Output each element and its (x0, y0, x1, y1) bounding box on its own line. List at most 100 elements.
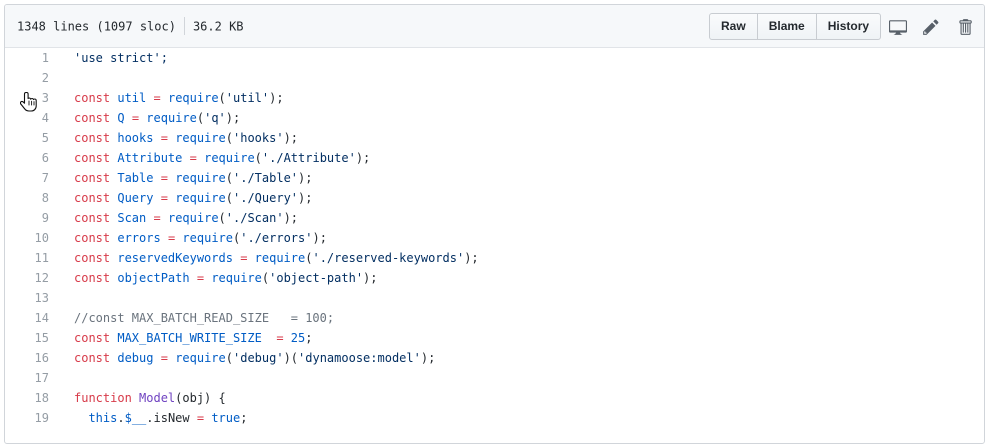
code-token: const (74, 331, 111, 345)
line-content: const debug = require('debug')('dynamoos… (74, 348, 435, 368)
line-content: //const MAX_BATCH_READ_SIZE = 100; (74, 308, 334, 328)
line-content: const Q = require('q'); (74, 108, 240, 128)
line-count: 1348 lines (1097 sloc) (17, 19, 176, 34)
line-number[interactable]: 2 (41, 71, 49, 85)
code-token: ; (305, 331, 313, 345)
file-size: 36.2 KB (192, 19, 244, 34)
raw-button[interactable]: Raw (710, 14, 758, 39)
code-token (182, 151, 189, 165)
file-viewer: 1348 lines (1097 sloc)36.2 KB Raw Blame … (4, 4, 985, 444)
code-token: = (196, 411, 205, 425)
code-token: ( (225, 171, 233, 185)
line-number[interactable]: 4 (41, 111, 49, 125)
code-line: 16 const debug = require('debug')('dynamo… (5, 348, 984, 368)
code-token: ( (233, 231, 241, 245)
line-number[interactable]: 19 (34, 411, 49, 425)
line-number[interactable]: 10 (34, 231, 49, 245)
code-token: ); (298, 191, 313, 205)
code-token: this (88, 411, 118, 425)
code-token (153, 131, 160, 145)
line-number[interactable]: 6 (41, 151, 49, 165)
line-number[interactable]: 9 (41, 211, 49, 225)
code-token (146, 91, 153, 105)
code-token: ( (261, 271, 270, 285)
line-number[interactable]: 8 (41, 191, 49, 205)
line-number[interactable]: 12 (34, 271, 49, 285)
desktop-icon[interactable] (889, 18, 907, 36)
code-token: = (153, 91, 161, 105)
code-token: './Table' (233, 171, 299, 185)
line-number[interactable]: 7 (41, 171, 49, 185)
line-content: this.$__.isNew = true; (74, 408, 247, 428)
blame-button[interactable]: Blame (758, 14, 817, 39)
code-token: 'use strict'; (74, 51, 168, 65)
code-token: require (254, 251, 306, 265)
line-number[interactable]: 17 (34, 371, 49, 385)
code-token: ( (305, 251, 313, 265)
code-token (153, 191, 160, 205)
line-number[interactable]: 1 (41, 51, 49, 65)
line-number[interactable]: 15 (34, 331, 49, 345)
code-token: Q (117, 111, 125, 125)
code-token: . (117, 411, 125, 425)
line-number[interactable]: 18 (34, 391, 49, 405)
code-token: ); (420, 351, 436, 365)
code-token: 'dynamoose:model' (298, 351, 421, 365)
line-content: const errors = require('./errors'); (74, 228, 327, 248)
code-token (247, 251, 254, 265)
line-number[interactable]: 5 (41, 131, 49, 145)
code-token: require (204, 151, 255, 165)
line-content: const Attribute = require('./Attribute')… (74, 148, 370, 168)
trash-icon[interactable] (956, 18, 974, 36)
code-token: hooks (117, 131, 154, 145)
code-token: ); (355, 151, 371, 165)
code-token (153, 171, 160, 185)
code-token: Query (117, 191, 154, 205)
line-number[interactable]: 13 (34, 291, 49, 305)
code-token: require (146, 111, 197, 125)
line-content: const MAX_BATCH_WRITE_SIZE = 25; (74, 328, 312, 348)
code-token: = (160, 351, 168, 365)
code-line: 1 'use strict'; (5, 48, 984, 68)
pencil-icon[interactable] (922, 18, 940, 36)
code-token: ); (298, 171, 313, 185)
code-token: = (160, 171, 168, 185)
code-token (197, 151, 204, 165)
file-info-divider (183, 17, 185, 35)
code-token: util (117, 91, 147, 105)
code-token: './reserved-keywords' (312, 251, 465, 265)
code-token (190, 271, 197, 285)
history-button[interactable]: History (827, 19, 870, 33)
line-number[interactable]: 14 (34, 311, 49, 325)
code-token (161, 211, 168, 225)
code-token: const (74, 151, 111, 165)
code-token: debug (117, 351, 154, 365)
code-token: ); (312, 231, 327, 245)
code-token: 'object-path' (269, 271, 364, 285)
file-info: 1348 lines (1097 sloc) 36.2 KB (17, 17, 244, 36)
code-line: 10 const errors = require('./errors'); (5, 228, 984, 248)
code-token: ); (464, 251, 479, 265)
line-number[interactable]: 16 (34, 351, 49, 365)
code-token: require (167, 91, 219, 105)
code-token: ( (254, 151, 262, 165)
code-token: require (175, 131, 226, 145)
line-number[interactable]: 3 (41, 91, 49, 105)
code-token: ( (225, 191, 233, 205)
code-token: = (189, 151, 197, 165)
code-token: ( (218, 211, 226, 225)
code-token: ( (218, 91, 226, 105)
line-content: const Query = require('./Query'); (74, 188, 312, 208)
code-token: ); (363, 271, 378, 285)
code-token: = (160, 191, 168, 205)
code-token: require (182, 231, 233, 245)
code-token: 'q' (204, 111, 226, 125)
code-token: .isNew (146, 411, 197, 425)
code-token (161, 91, 168, 105)
code-line: 14 //const MAX_BATCH_READ_SIZE = 100; (5, 308, 984, 328)
line-number[interactable]: 11 (34, 251, 49, 265)
